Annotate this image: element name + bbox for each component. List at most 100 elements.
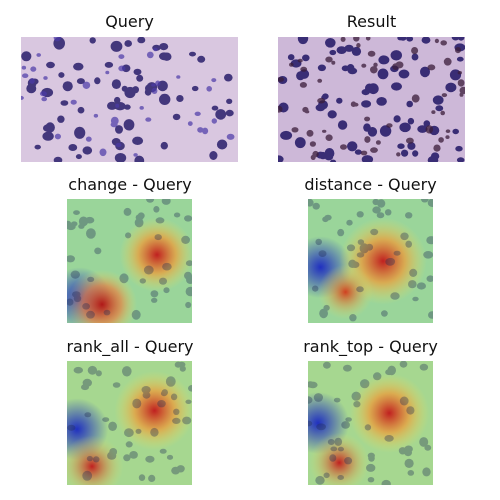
cell-nucleus — [146, 199, 155, 203]
cell-nucleus — [407, 470, 415, 476]
cell-nucleus — [94, 247, 102, 255]
cell-nucleus — [297, 37, 309, 45]
cell-nucleus — [325, 38, 336, 48]
cell-nucleus — [22, 73, 29, 78]
cell-nucleus — [151, 297, 158, 303]
cell-nucleus — [85, 216, 95, 224]
cell-nucleus — [406, 37, 414, 42]
cell-nucleus — [393, 115, 401, 123]
cell-nucleus — [396, 152, 401, 157]
cell-nucleus — [34, 144, 41, 150]
cell-nucleus — [30, 66, 37, 72]
cell-nucleus — [102, 417, 110, 422]
cell-nucleus — [341, 421, 350, 429]
cell-nucleus — [412, 150, 419, 157]
panel-distance-query: distance - Query — [280, 175, 461, 327]
cell-nucleus — [346, 244, 356, 252]
cell-nucleus — [112, 382, 121, 388]
cell-nucleus — [370, 147, 378, 153]
cell-nucleus — [379, 125, 392, 137]
cell-nucleus — [443, 57, 452, 66]
cell-nucleus — [398, 447, 407, 455]
heatmap-overlay — [308, 361, 433, 485]
cell-nucleus — [174, 361, 182, 368]
cell-nucleus — [124, 104, 131, 110]
cell-nucleus — [165, 376, 176, 387]
cell-nucleus — [188, 385, 192, 392]
cell-nucleus — [136, 74, 144, 82]
panel-result: Result — [278, 12, 465, 164]
cell-nucleus — [176, 75, 181, 79]
cell-nucleus — [172, 417, 181, 424]
cell-nucleus — [359, 243, 369, 254]
cell-nucleus — [75, 154, 82, 160]
cell-nucleus — [185, 399, 192, 404]
cell-nucleus — [386, 258, 396, 265]
cell-nucleus — [67, 255, 75, 263]
cell-nucleus — [400, 232, 409, 241]
cell-nucleus — [159, 43, 169, 51]
cell-nucleus — [74, 126, 86, 139]
cell-nucleus — [54, 133, 62, 140]
cell-nucleus — [133, 68, 142, 76]
result-image — [278, 37, 465, 162]
cell-nucleus — [387, 365, 396, 376]
cell-nucleus — [455, 145, 463, 152]
cell-nucleus — [160, 141, 168, 150]
cell-nucleus — [124, 86, 136, 99]
cell-nucleus — [334, 437, 343, 446]
cell-nucleus — [399, 122, 411, 133]
cell-nucleus — [324, 214, 332, 221]
cell-nucleus — [323, 304, 330, 311]
cell-nucleus — [78, 216, 89, 227]
cell-micrograph — [21, 37, 238, 162]
cell-nucleus — [155, 217, 165, 224]
panel-rank-top-query: rank_top - Query — [280, 337, 461, 489]
cell-nucleus — [197, 127, 204, 133]
cell-nucleus — [312, 202, 320, 210]
cell-nucleus — [364, 136, 371, 143]
cell-nucleus — [408, 280, 417, 289]
cell-nucleus — [145, 117, 152, 122]
cell-nucleus — [125, 441, 133, 448]
cell-nucleus — [132, 398, 142, 409]
cell-nucleus — [115, 125, 123, 134]
cell-nucleus — [143, 265, 154, 275]
cell-nucleus — [398, 69, 410, 79]
cell-nucleus — [385, 258, 395, 266]
cell-nucleus — [119, 273, 129, 284]
cell-nucleus — [356, 252, 365, 258]
cell-nucleus — [404, 449, 412, 457]
cell-nucleus — [393, 250, 401, 256]
cell-nucleus — [347, 67, 358, 75]
cell-nucleus — [181, 235, 190, 244]
cell-nucleus — [107, 451, 117, 460]
cell-nucleus — [182, 416, 192, 425]
cell-nucleus — [308, 381, 318, 389]
cell-nucleus — [297, 58, 303, 63]
cell-nucleus — [150, 290, 159, 298]
cell-nucleus — [411, 53, 419, 61]
cell-nucleus — [135, 428, 142, 434]
cell-nucleus — [350, 101, 357, 107]
cell-nucleus — [45, 122, 55, 133]
cell-nucleus — [287, 54, 295, 61]
cell-nucleus — [433, 144, 441, 152]
cell-nucleus — [84, 412, 92, 418]
cell-nucleus — [333, 397, 341, 403]
cell-nucleus — [343, 364, 352, 372]
cell-nucleus — [381, 310, 388, 317]
cell-nucleus — [162, 262, 172, 271]
cell-nucleus — [173, 212, 181, 218]
cell-nucleus — [416, 282, 426, 290]
cell-nucleus — [404, 458, 414, 468]
panel-title: rank_all - Query — [66, 337, 194, 356]
cell-nucleus — [289, 62, 294, 67]
cell-nucleus — [131, 309, 141, 320]
cell-nucleus — [435, 105, 444, 112]
cell-nucleus — [373, 372, 382, 381]
cell-nucleus — [427, 199, 433, 207]
cell-nucleus — [21, 95, 24, 100]
cell-nucleus — [395, 61, 404, 69]
cell-nucleus — [399, 396, 409, 406]
